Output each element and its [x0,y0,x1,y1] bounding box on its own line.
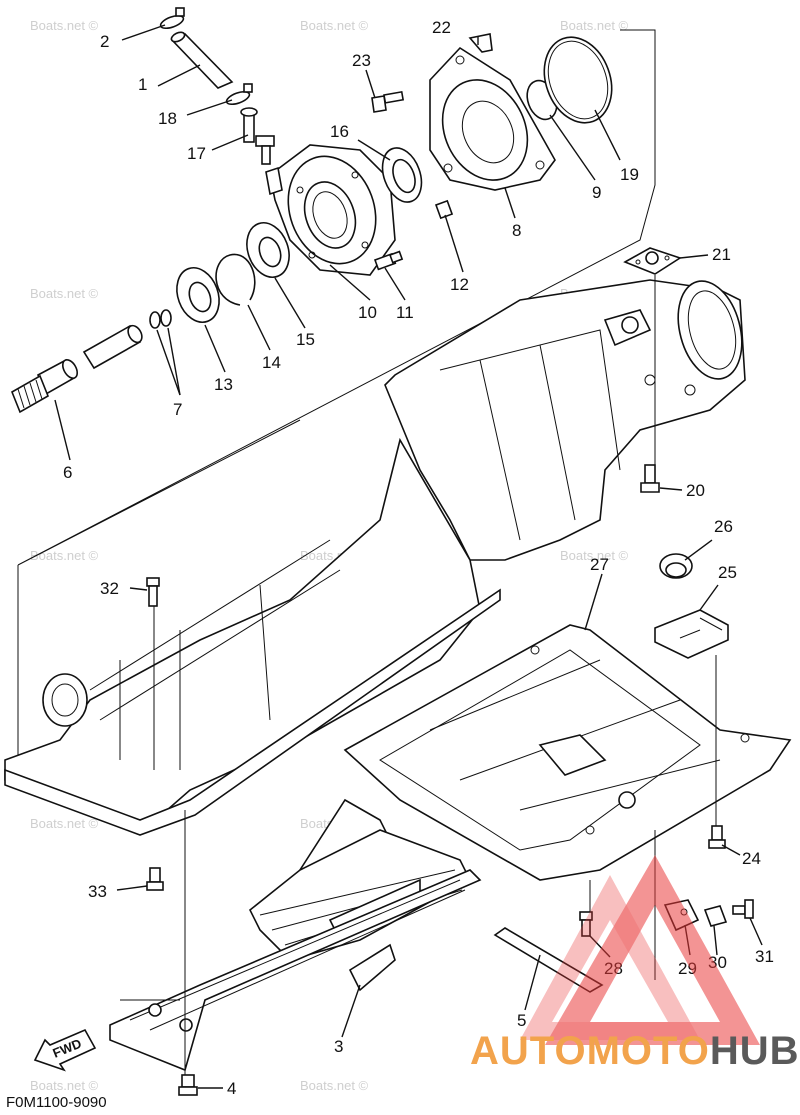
watermark: Boats.net © [30,18,99,33]
callout-26: 26 [714,517,733,536]
screw-31 [732,899,754,919]
callout-23: 23 [352,51,371,70]
skid-base [109,869,482,1072]
watermark: Boats.net © [30,286,99,301]
callout-13: 13 [214,375,233,394]
fitting-11 [373,250,404,271]
hose-clamp-18 [225,83,253,106]
callout-31: 31 [755,947,774,966]
callout-20: 20 [686,481,705,500]
bolt-32 [146,577,160,607]
callout-12: 12 [450,275,469,294]
logo-inner-triangle-icon [520,875,700,1040]
group-outline [17,29,656,770]
callout-15: 15 [296,330,315,349]
hose-clamp-2 [159,7,185,30]
callout-17: 17 [187,144,206,163]
callout-5: 5 [517,1011,526,1030]
bracket-25 [654,609,729,659]
oil-seal-16 [381,147,423,203]
bolt-28 [579,911,593,937]
fwd-arrow: FWD [33,1028,97,1072]
washer-30 [703,905,728,927]
callout-2: 2 [100,32,109,51]
callout-19: 19 [620,165,639,184]
callout-18: 18 [158,109,177,128]
callout-33: 33 [88,882,107,901]
callout-11: 11 [396,303,414,322]
bolt-20 [640,464,660,493]
automotohub-logo [520,855,760,1045]
callout-6: 6 [63,463,72,482]
callout-22: 22 [432,18,451,37]
spacer-sleeve [82,324,143,370]
bolt-23 [371,90,405,113]
brand-wordmark: AUTOMOTOHUB [470,1029,800,1073]
leader-lines [54,24,763,1089]
watermark: Boats.net © [560,548,629,563]
pin-12 [434,199,454,220]
plate-22 [468,33,493,53]
watermark: Boats.net © [300,1078,369,1093]
part-code: F0M1100-9090 [6,1094,107,1111]
callout-4: 4 [227,1079,236,1098]
hose-1 [170,31,234,89]
callout-16: 16 [330,122,349,141]
circlip-14 [215,253,256,306]
callouts: 2 1 18 17 22 23 16 19 9 8 12 21 10 11 15… [63,18,774,1098]
callout-25: 25 [718,563,737,582]
callout-9: 9 [592,183,601,202]
bearing-13 [176,267,220,323]
brand-hub: HUB [710,1029,800,1073]
bolt-4 [178,1074,198,1096]
bolt-24 [708,825,726,849]
callout-8: 8 [512,221,521,240]
callout-32: 32 [100,579,119,598]
watermark: Boats.net © [560,18,629,33]
callout-21: 21 [712,245,731,264]
bearing-housing-10 [265,144,396,276]
ride-plate-27 [343,624,792,881]
watermark: Boats.net © [30,548,99,563]
watermark: Boats.net © [300,18,369,33]
callout-1: 1 [138,75,147,94]
callout-27: 27 [590,555,609,574]
intake-duct [4,437,501,836]
watermark: Boats.net © [30,816,99,831]
brand-moto: MOTO [587,1029,710,1073]
watermark: Boats.net © [30,1078,99,1093]
fitting-17 [240,107,275,165]
callout-7: 7 [173,400,182,419]
callout-10: 10 [358,303,377,322]
o-ring-19 [543,36,613,124]
logo-triangle-icon [545,855,760,1045]
callout-14: 14 [262,353,281,372]
bearing-15 [246,222,290,278]
shaft-6 [10,358,79,414]
o-rings-7 [149,309,172,329]
cover-8 [429,46,556,191]
callout-3: 3 [334,1037,343,1056]
bolt-33 [146,867,164,891]
callout-24: 24 [742,849,761,868]
grommet-26 [659,553,693,579]
plate-21 [623,247,682,275]
brand-auto: AUTO [470,1029,587,1073]
